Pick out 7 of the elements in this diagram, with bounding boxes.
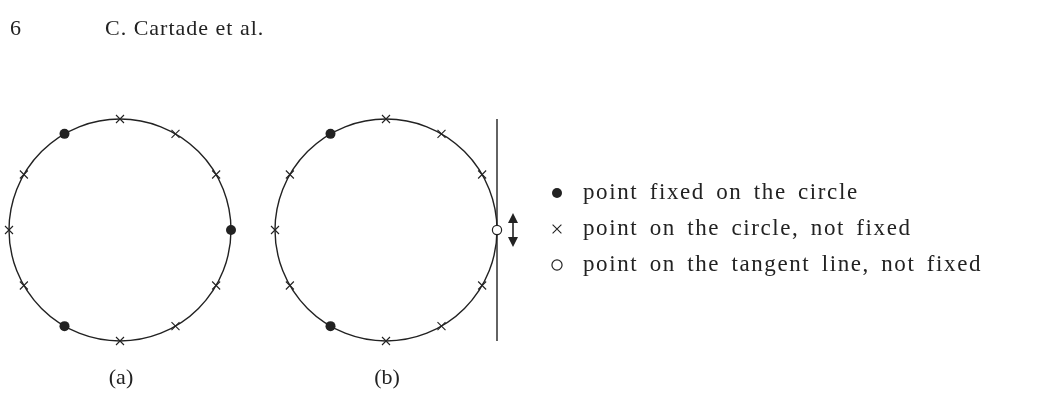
legend-text: point on the circle, not fixed <box>583 216 912 239</box>
subfigure-label: (a) <box>108 366 134 388</box>
subfigure-label: (b) <box>374 366 400 388</box>
page-number: 6 <box>10 17 21 39</box>
legend-text: point fixed on the circle <box>583 180 859 203</box>
legend-text: point on the tangent line, not fixed <box>583 252 983 275</box>
running-header: C. Cartade et al. <box>105 17 265 39</box>
